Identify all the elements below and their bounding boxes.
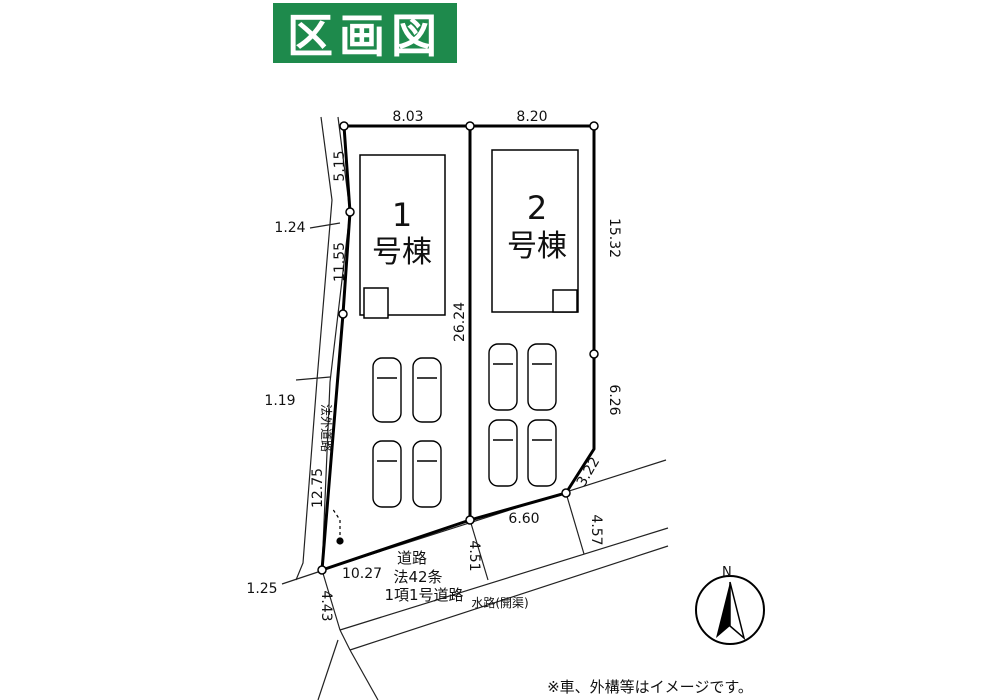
dim-side-path-1: 1.24 <box>274 220 305 236</box>
disclaimer-note: ※車、外構等はイメージです。 <box>547 678 753 696</box>
dim-corner: 3.22 <box>574 455 603 490</box>
lot-1-label: 号棟 <box>372 235 432 270</box>
side-path-label: 法外道路 <box>319 404 334 452</box>
dim-right-upper: 15.32 <box>606 218 622 258</box>
dim-side-path-2: 1.19 <box>264 393 295 409</box>
corner-markers <box>317 121 599 575</box>
compass-north-letter: N <box>722 565 732 580</box>
parking-car-icons <box>372 343 557 508</box>
dim-road-center: 4.51 <box>466 540 482 571</box>
page-title: 区画図 <box>273 3 457 63</box>
lot-boundary <box>320 124 596 573</box>
waterway-label: 水路(開渠) <box>471 595 528 610</box>
dim-left-upper: 5.15 <box>332 150 348 181</box>
dim-left-middle: 11.55 <box>332 242 348 282</box>
dim-bottom-left: 10.27 <box>342 566 382 582</box>
north-compass-icon: N <box>695 565 765 645</box>
house-1-footprint <box>359 154 446 319</box>
lot-1-number: 1 <box>392 196 412 234</box>
lot-2-label: 号棟 <box>507 229 567 264</box>
house-2-footprint <box>491 149 579 313</box>
dim-center: 26.24 <box>452 302 468 342</box>
dim-top-left: 8.03 <box>392 109 423 125</box>
road-label-line1: 道路 <box>397 549 427 567</box>
road-label-line3: 1項1号道路 <box>384 586 463 604</box>
dim-side-path-3: 1.25 <box>246 581 277 597</box>
dim-top-right: 8.20 <box>516 109 547 125</box>
dim-road-right: 4.57 <box>588 514 604 545</box>
dim-right-lower: 6.26 <box>606 384 622 415</box>
side-path-lines <box>281 116 351 585</box>
dim-road-left: 4.43 <box>318 590 334 621</box>
access-arrow <box>331 507 344 545</box>
dim-left-lower: 12.75 <box>310 468 326 508</box>
road-label-line2: 法42条 <box>393 568 442 586</box>
dim-bottom-right: 6.60 <box>508 511 539 527</box>
lot-2-number: 2 <box>527 189 547 227</box>
